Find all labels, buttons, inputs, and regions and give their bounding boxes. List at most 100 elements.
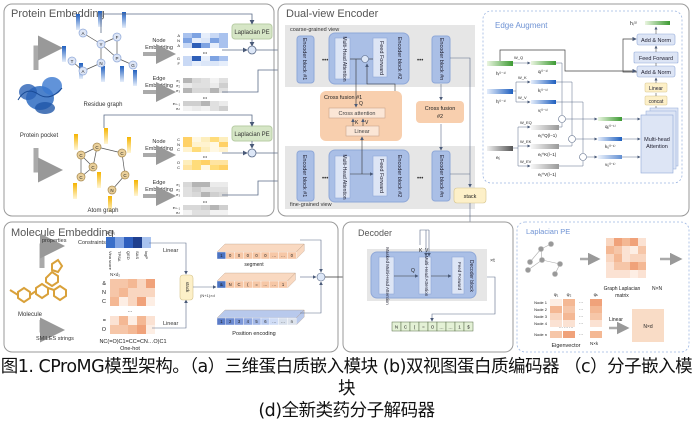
- onehot-cell: [110, 288, 119, 297]
- decoder-block-label: Decoder block: [468, 260, 474, 292]
- matrix-cell: [210, 101, 219, 106]
- residue-node-label: F: [116, 35, 119, 40]
- matrix-cell: [210, 165, 219, 170]
- matrix-cell: [192, 61, 201, 66]
- onehot-cell: [119, 316, 128, 325]
- eigen-column-label: φ₁: [554, 292, 559, 297]
- svg-text:Linear: Linear: [354, 129, 369, 135]
- sequence-cell-label: 6: [264, 319, 267, 324]
- svg-text:kⱼ⁽ˡ⁻¹⁾: kⱼ⁽ˡ⁻¹⁾: [538, 88, 548, 93]
- matrix-cell: [210, 205, 219, 210]
- eigen-ellipsis: ···: [579, 300, 583, 305]
- matrix-row-label: C: [177, 137, 180, 142]
- matrix-row-label: e₃: [176, 192, 180, 197]
- decoder-panel: Decoder Masked Multi-Head Attention Mult…: [342, 221, 514, 353]
- svg-text:Linear: Linear: [649, 86, 663, 92]
- cross-fusion-1: Cross fusion #1 Cross attention Linear Q…: [320, 91, 402, 141]
- svg-text:qᵢ⁽ˡ⁻¹⁾: qᵢ⁽ˡ⁻¹⁾: [538, 69, 548, 74]
- atom-node-label: C: [91, 165, 95, 170]
- matrix-cell: [210, 210, 219, 215]
- matrix-cell: [219, 88, 228, 93]
- sequence-cell: [278, 280, 288, 289]
- sequence-cell-label: …: [272, 282, 276, 287]
- atom-feature-bar: [97, 172, 101, 188]
- matrix-cell: [183, 38, 192, 43]
- matrix-row-label: eₙ: [176, 210, 180, 215]
- h-i-output-vector: [645, 21, 670, 25]
- svg-text:Masked Multi-Head Attention: Masked Multi-Head Attention: [385, 247, 390, 305]
- residue-node: [78, 66, 88, 76]
- atom-node: [76, 150, 86, 160]
- svg-text:Feed Forward: Feed Forward: [639, 56, 673, 62]
- h-j-vector: [487, 89, 513, 94]
- laplacian-cell: [606, 246, 614, 254]
- sequence-cell: [287, 317, 297, 326]
- residue-feature-bar: [76, 14, 80, 30]
- onehot-row-label: =: [103, 318, 106, 324]
- linear-box: [345, 125, 380, 137]
- output-token-label: 1: [458, 325, 461, 330]
- sequence-cell-label: …: [281, 253, 285, 258]
- matrix-cell: [219, 101, 228, 106]
- matrix-cell: [210, 187, 219, 192]
- sequence-cell-label: 2: [229, 319, 232, 324]
- matrix-cell: [192, 38, 201, 43]
- matrix-row-label: A: [177, 43, 180, 48]
- laplacian-cell: [606, 262, 614, 270]
- matrix-cell: [219, 43, 228, 48]
- eigen-row-label: Node 4: [534, 321, 548, 326]
- protein-embedding-panel: Protein Embedding Protein pocket AYFTANP…: [3, 3, 297, 217]
- laplacian-cell: [622, 254, 630, 262]
- svg-text:Embedding: Embedding: [145, 187, 173, 193]
- matrix-cell: [192, 210, 201, 215]
- arrow-to-residue-graph: [33, 35, 63, 70]
- residue-node: [112, 32, 122, 42]
- matrix-cell: [210, 61, 219, 66]
- svg-text:W_EQ: W_EQ: [520, 120, 532, 125]
- sequence-top-face: [216, 309, 305, 319]
- constraints-vector: [106, 237, 151, 248]
- svg-text:kᵢⱼ⁽ˡ⁻¹⁾: kᵢⱼ⁽ˡ⁻¹⁾: [605, 144, 616, 149]
- coarse-grained-label: coarse-grained view: [290, 27, 339, 33]
- matrix-cell: [219, 205, 228, 210]
- matrix-cell: [192, 147, 201, 152]
- onehot-cell: [128, 288, 137, 297]
- matrix-cell: [219, 210, 228, 215]
- matrix-cell: [183, 182, 192, 187]
- sequence-cell-label: &: [220, 282, 223, 287]
- graph-laplacian-matrix: [606, 238, 646, 278]
- onehot-cell: [119, 288, 128, 297]
- residue-node: [112, 53, 122, 63]
- projected-vectors: W_Q qᵢ⁽ˡ⁻¹⁾ W_K kⱼ⁽ˡ⁻¹⁾ W_V vⱼ⁽ˡ⁻¹⁾ W_EQ…: [513, 55, 559, 177]
- molecule-label: Molecule: [18, 312, 43, 318]
- svg-text:Graph Laplacian: Graph Laplacian: [604, 286, 641, 292]
- laplacian-cell: [630, 238, 638, 246]
- atom-node-label: N: [110, 188, 113, 193]
- add-icon-residue: [247, 45, 257, 55]
- matrix-cell: [183, 205, 192, 210]
- matrix-cell: [219, 142, 228, 147]
- output-token-label: (: [414, 325, 416, 330]
- matrix-cell: [210, 33, 219, 38]
- laplacian-cell: [622, 246, 630, 254]
- residue-node-label: T: [71, 59, 74, 64]
- svg-text:Feed Forward: Feed Forward: [378, 159, 384, 193]
- sequence-cell-label: 1: [220, 319, 223, 324]
- sequence-cell-label: 0: [264, 253, 267, 258]
- laplacian-cell: [606, 254, 614, 262]
- matrix-cell: [219, 182, 228, 187]
- matrix-cell: [192, 187, 201, 192]
- constraint-name: Vina score: [108, 251, 113, 271]
- matrix-cell: [201, 56, 210, 61]
- svg-text:N×N: N×N: [652, 286, 663, 292]
- matrix-cell: [183, 187, 192, 192]
- matrix-ellipsis: •••: [203, 95, 208, 100]
- laplacian-cell: [638, 246, 646, 254]
- matrix-cell: [201, 83, 210, 88]
- matrix-cell: [192, 78, 201, 83]
- node-embedding-arrow-atom: Node Embedding: [143, 139, 176, 165]
- matrix-cell: [201, 192, 210, 197]
